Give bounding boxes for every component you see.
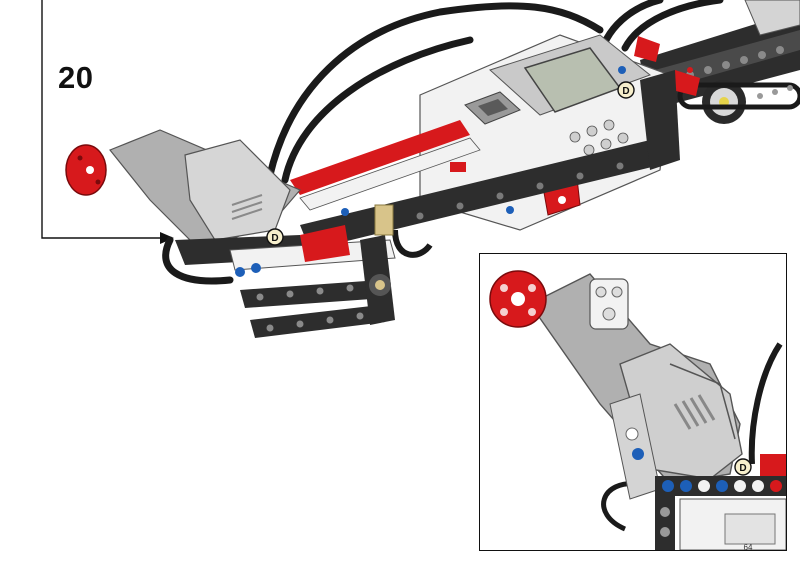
part-label: 64 — [744, 543, 753, 550]
callout-label-inset: D — [739, 463, 746, 474]
callout-label-main: D — [622, 86, 629, 97]
lower-linkage — [175, 204, 396, 338]
step-number: 20 — [58, 60, 94, 95]
large-motor — [65, 129, 301, 251]
connector-callout-icon: D — [617, 81, 635, 99]
connector-callout-icon: D — [266, 228, 284, 246]
cables — [162, 0, 724, 285]
arrow-right-icon — [160, 232, 174, 244]
right-beam-assembly — [634, 0, 800, 124]
step-bracket-line — [41, 0, 174, 244]
detail-illustration: D 64 — [489, 270, 786, 550]
connector-callout-icon: D — [734, 458, 752, 476]
detail-inset: D 64 — [479, 253, 787, 551]
callout-label-rear: D — [271, 233, 278, 244]
